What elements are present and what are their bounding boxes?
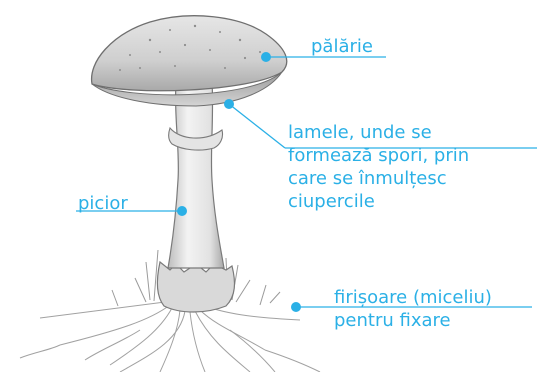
dot-palarie (261, 52, 271, 62)
label-lamele-line-3: care se înmulțesc (288, 167, 469, 190)
label-lamele-line-2: formează spori, prin (288, 144, 469, 167)
volva (157, 262, 234, 312)
label-lamele-line-1: lamele, unde se (288, 121, 469, 144)
label-firisoare-line-2: pentru fixare (334, 309, 492, 332)
label-picior: picior (78, 192, 128, 215)
label-lamele: lamele, unde se formează spori, prin car… (288, 121, 469, 213)
leader-lamele (229, 104, 285, 148)
dot-firisoare (291, 302, 301, 312)
stem (168, 80, 224, 268)
label-palarie: pălărie (311, 35, 373, 58)
label-lamele-line-4: ciupercile (288, 190, 469, 213)
roots-mycelium (20, 302, 320, 372)
cap (92, 16, 287, 91)
label-firisoare: firișoare (miceliu) pentru fixare (334, 286, 492, 332)
dot-picior (177, 206, 187, 216)
label-firisoare-line-1: firișoare (miceliu) (334, 286, 492, 309)
dot-lamele (224, 99, 234, 109)
